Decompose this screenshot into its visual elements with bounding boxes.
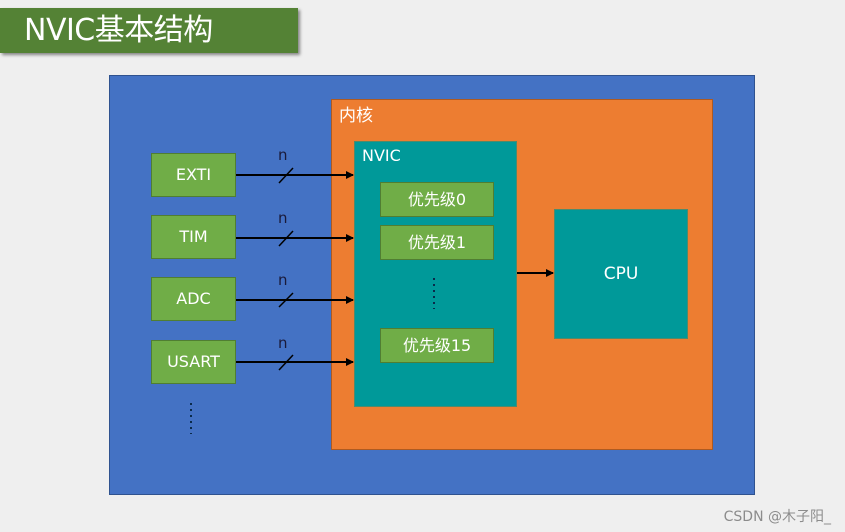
- peripheral-exti: EXTI: [151, 153, 236, 197]
- priority-1-box: 优先级1: [380, 225, 494, 260]
- arrow-adc-to-nvic: [236, 292, 354, 308]
- priority-0-box: 优先级0: [380, 182, 494, 217]
- peripheral-usart: USART: [151, 340, 236, 384]
- page-title: NVIC基本结构: [0, 8, 298, 53]
- bus-slash-icon: [278, 230, 294, 247]
- bus-slash-icon: [278, 292, 294, 308]
- peripheral-tim: TIM: [151, 215, 236, 259]
- bus-slash-icon: [278, 167, 294, 184]
- nvic-label: NVIC: [362, 146, 401, 165]
- bus-width-label-usart: n: [278, 334, 288, 352]
- arrow-usart-to-nvic: [236, 354, 354, 371]
- core-label: 内核: [339, 106, 373, 126]
- bus-width-label-exti: n: [278, 146, 288, 164]
- priority-15-box: 优先级15: [380, 328, 494, 363]
- cpu-box: CPU: [554, 209, 688, 339]
- bus-width-label-adc: n: [278, 271, 288, 289]
- peripheral-adc: ADC: [151, 277, 236, 321]
- bus-slash-icon: [278, 354, 294, 371]
- arrow-tim-to-nvic: [236, 230, 354, 247]
- arrow-exti-to-nvic: [236, 167, 354, 184]
- watermark: CSDN @木子阳_: [723, 509, 831, 525]
- bus-width-label-tim: n: [278, 209, 288, 227]
